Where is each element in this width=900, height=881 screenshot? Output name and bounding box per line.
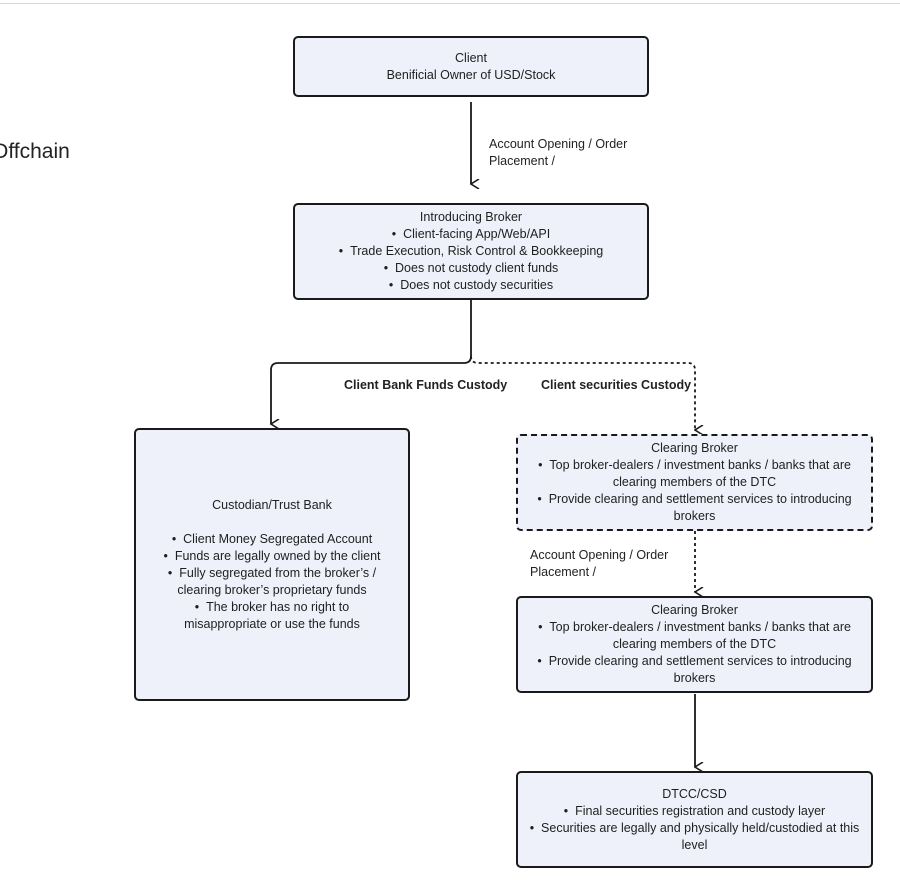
client-title: Client bbox=[455, 50, 487, 65]
edge-label-securities-custody: Client securities Custody bbox=[541, 378, 692, 392]
edge-ib-to-clearing bbox=[470, 355, 695, 430]
ib-bullet: Does not custody client funds bbox=[295, 260, 647, 277]
dtcc-title: DTCC/CSD bbox=[662, 786, 727, 801]
offchain-label: Offchain bbox=[0, 140, 70, 163]
custodian-bullet: Client Money Segregated Account bbox=[160, 531, 384, 548]
client-subtitle: Benificial Owner of USD/Stock bbox=[386, 67, 556, 82]
dtcc-bullet: Securities are legally and physically he… bbox=[524, 820, 865, 854]
clearing-dashed-bullets: Top broker-dealers / investment banks / … bbox=[524, 457, 865, 525]
edge-label-cb-to-cb: Account Opening / Order Placement / bbox=[530, 548, 669, 579]
custodian-bullets: Client Money Segregated Account Funds ar… bbox=[160, 531, 384, 633]
introducing-broker-node: Introducing Broker Client-facing App/Web… bbox=[293, 203, 649, 300]
clearing-broker-node: Clearing Broker Top broker-dealers / inv… bbox=[516, 596, 873, 693]
custodian-bank-node: Custodian/Trust Bank Client Money Segreg… bbox=[134, 428, 410, 701]
dtcc-bullet: Final securities registration and custod… bbox=[524, 803, 865, 820]
custodian-bullet: The broker has no right to misappropriat… bbox=[160, 599, 384, 633]
clearing-dashed-bullet: Provide clearing and settlement services… bbox=[524, 491, 865, 525]
top-divider bbox=[0, 3, 900, 4]
dtcc-node: DTCC/CSD Final securities registration a… bbox=[516, 771, 873, 868]
clearing-bullet: Provide clearing and settlement services… bbox=[524, 653, 865, 687]
ib-bullet: Client-facing App/Web/API bbox=[295, 226, 647, 243]
custodian-bullet: Fully segregated from the broker’s / cle… bbox=[160, 565, 384, 599]
clearing-broker-dashed-node: Clearing Broker Top broker-dealers / inv… bbox=[516, 434, 873, 531]
dtcc-bullets: Final securities registration and custod… bbox=[524, 803, 865, 854]
ib-bullet: Does not custody securities bbox=[295, 277, 647, 294]
clearing-dashed-bullet: Top broker-dealers / investment banks / … bbox=[524, 457, 865, 491]
client-node: Client Benificial Owner of USD/Stock bbox=[293, 36, 649, 97]
ib-bullet: Trade Execution, Risk Control & Bookkeep… bbox=[295, 243, 647, 260]
custodian-bullet: Funds are legally owned by the client bbox=[160, 548, 384, 565]
ib-title: Introducing Broker bbox=[419, 210, 523, 224]
custodian-title: Custodian/Trust Bank bbox=[212, 497, 332, 512]
spacer bbox=[160, 514, 384, 531]
clearing-bullets: Top broker-dealers / investment banks / … bbox=[524, 619, 865, 687]
clearing-bullet: Top broker-dealers / investment banks / … bbox=[524, 619, 865, 653]
edge-label-funds-custody: Client Bank Funds Custody bbox=[344, 378, 508, 392]
edge-ib-to-custodian bbox=[271, 300, 472, 424]
ib-bullets: Client-facing App/Web/API Trade Executio… bbox=[295, 226, 647, 294]
clearing-dashed-title: Clearing Broker bbox=[651, 441, 738, 455]
edge-label-client-to-ib: Account Opening / Order Placement / bbox=[489, 137, 628, 168]
clearing-title: Clearing Broker bbox=[651, 603, 738, 617]
